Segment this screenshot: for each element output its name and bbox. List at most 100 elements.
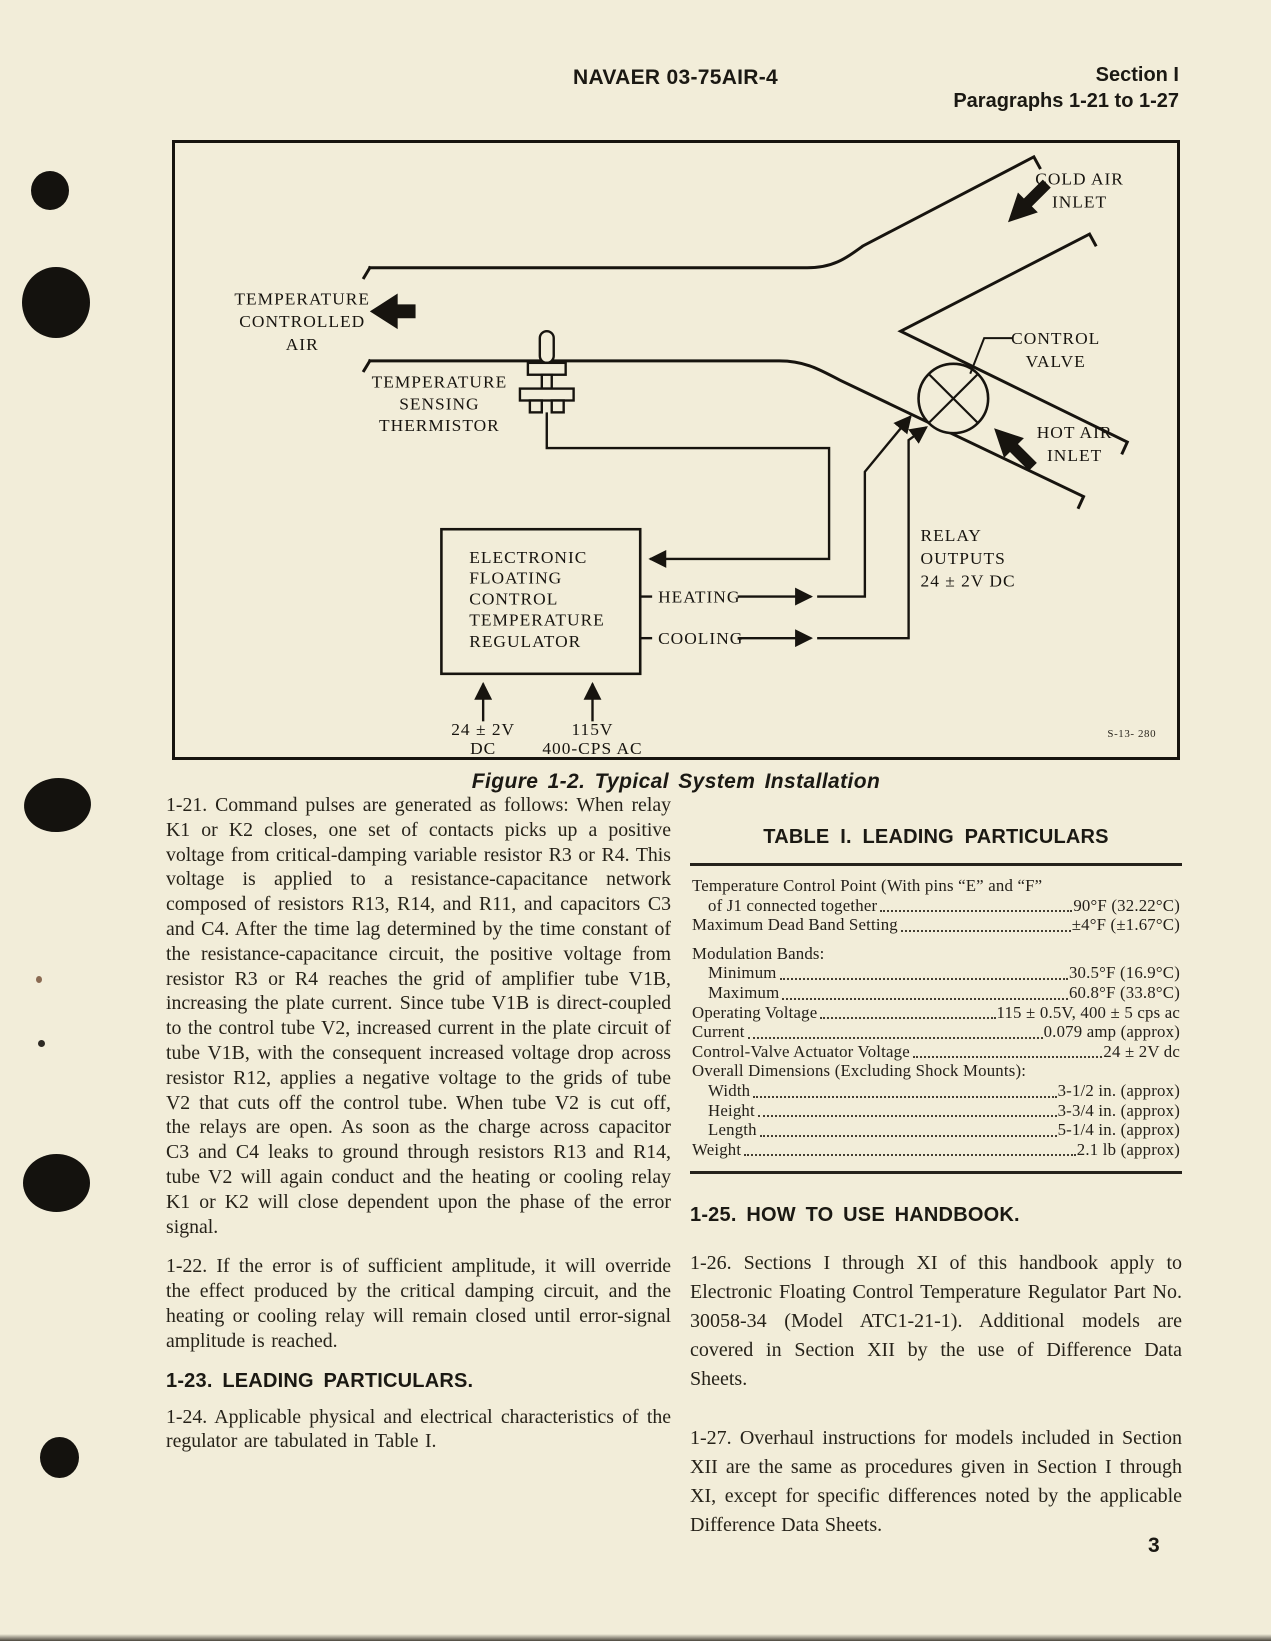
cold-air-flow-arrow-icon [1008, 179, 1051, 223]
header-right: Section I Paragraphs 1-21 to 1-27 [953, 62, 1179, 114]
regulator-box [440, 527, 642, 676]
paragraph-1-21: 1-21. Command pulses are generated as fo… [166, 794, 671, 1238]
page-number: 3 [1148, 1534, 1160, 1557]
row-value: ±4°F (±1.67°C) [1071, 915, 1180, 935]
heading-1-25: 1-25. HOW TO USE HANDBOOK. [690, 1204, 1020, 1227]
hot-air-flow-arrow-icon [994, 428, 1037, 471]
row-value: 0.079 amp (approx) [1043, 1022, 1180, 1042]
table-row: Minimum 30.5°F (16.9°C) [692, 963, 1180, 983]
heating-line [640, 414, 912, 606]
dot-leader [880, 910, 1073, 913]
figure-caption: Figure 1-2. Typical System Installation [471, 770, 881, 793]
heading-1-23: 1-23. LEADING PARTICULARS. [166, 1369, 474, 1392]
table-row: Current 0.079 amp (approx) [692, 1022, 1180, 1042]
thermistor-stem [540, 373, 553, 390]
relay-outputs-label: OUTPUTS [921, 549, 1006, 568]
valve-cross [928, 373, 978, 424]
row-label: Current [692, 1022, 745, 1042]
paper-speck [36, 976, 42, 983]
row-label: Width [708, 1080, 751, 1100]
duct-top-wall [368, 154, 1042, 270]
table-row: Height 3-3/4 in. (approx) [692, 1101, 1180, 1121]
control-valve-pointer-line [969, 337, 1012, 375]
regulator-label: REGULATOR [469, 632, 581, 651]
scan-edge-shadow [0, 1634, 1271, 1641]
drawing-reference: S-13- 280 [1107, 728, 1156, 740]
binder-mark [21, 775, 94, 835]
dc-input-label: 24 ± 2V [451, 720, 515, 739]
binder-mark [22, 267, 90, 338]
system-installation-diagram: COLD AIR INLET TEMPERATURE CONTROLLED AI… [234, 154, 1156, 757]
row-label: Maximum Dead Band Setting [692, 915, 898, 935]
row-value: 90°F (32.22°C) [1073, 895, 1180, 915]
row-label: Minimum [708, 963, 777, 983]
paragraph-1-24: 1-24. Applicable physical and electrical… [166, 1405, 671, 1453]
dot-leader [900, 929, 1071, 932]
duct-bottom-wall [368, 359, 1086, 510]
hot-air-inlet-label: INLET [1047, 446, 1102, 465]
dot-leader [912, 1056, 1103, 1059]
dot-leader [779, 977, 1068, 980]
thermistor-label: TEMPERATURE [372, 373, 508, 392]
cold-air-inlet-label: INLET [1052, 192, 1107, 211]
row-value: 115 ± 0.5V, 400 ± 5 cps ac [996, 1002, 1180, 1022]
row-label: Control-Valve Actuator Voltage [692, 1041, 910, 1061]
dot-leader [782, 997, 1068, 1000]
row-label: Temperature Control Point (With pins “E”… [692, 876, 1043, 895]
row-value: 3-3/4 in. (approx) [1057, 1100, 1180, 1120]
right-column: TABLE I. LEADING PARTICULARS Temperature… [690, 826, 1182, 1540]
dc-input-label: DC [470, 739, 496, 757]
row-value: 24 ± 2V dc [1103, 1041, 1180, 1061]
duct-inner-walls [897, 232, 1130, 455]
row-value: 30.5°F (16.9°C) [1068, 963, 1180, 983]
paper-speck [38, 1040, 45, 1047]
row-label: Maximum [708, 982, 780, 1002]
binder-mark [31, 171, 69, 210]
document-number: NAVAER 03-75AIR-4 [573, 66, 779, 89]
thermistor-leg [528, 399, 543, 414]
table-row: Temperature Control Point (With pins “E”… [692, 876, 1180, 896]
cold-air-inlet-label: COLD AIR [1035, 170, 1124, 189]
table-row: Maximum Dead Band Setting ±4°F (±1.67°C) [692, 915, 1180, 935]
thermistor-leg [550, 399, 565, 414]
row-value: 60.8°F (33.8°C) [1068, 982, 1180, 1002]
dot-leader [747, 1036, 1043, 1039]
dot-leader [744, 1154, 1076, 1157]
table-row: Control-Valve Actuator Voltage 24 ± 2V dc [692, 1042, 1180, 1062]
relay-outputs-label: 24 ± 2V DC [921, 572, 1016, 591]
sensor-wire [545, 412, 831, 568]
binder-mark [40, 1437, 79, 1478]
duct-end-tick [361, 358, 372, 373]
thermistor-upper-flange [526, 361, 567, 376]
cooling-label: COOLING [658, 629, 743, 648]
temperature-controlled-air-label: CONTROLLED [239, 312, 365, 331]
dot-leader [820, 1017, 996, 1020]
row-label: Height [708, 1100, 755, 1120]
figure-frame: COLD AIR INLET TEMPERATURE CONTROLLED AI… [172, 140, 1180, 760]
table-row: Maximum 60.8°F (33.8°C) [692, 983, 1180, 1003]
table-row: Operating Voltage 115 ± 0.5V, 400 ± 5 cps… [692, 1003, 1180, 1023]
thermistor-lower-flange [518, 387, 575, 402]
table-row: Modulation Bands: [692, 944, 1180, 964]
leading-particulars-table: Temperature Control Point (With pins “E”… [690, 863, 1182, 1175]
dot-leader [757, 1115, 1057, 1118]
paragraph-range: Paragraphs 1-21 to 1-27 [953, 90, 1179, 112]
control-valve-label: VALVE [1026, 352, 1086, 371]
temperature-controlled-air-label: AIR [286, 335, 319, 354]
thermistor-label: THERMISTOR [379, 416, 500, 435]
row-label: Modulation Bands: [692, 943, 825, 963]
row-label: Weight [692, 1139, 742, 1159]
regulator-label: CONTROL [469, 590, 558, 609]
row-label: Length [708, 1120, 757, 1140]
thermistor-label: SENSING [399, 394, 479, 413]
row-label: Overall Dimensions (Excluding Shock Moun… [692, 1061, 1027, 1081]
thermistor-bulb [538, 329, 555, 365]
thermistor-symbol [518, 329, 575, 414]
dot-leader [759, 1134, 1057, 1137]
paragraph-1-27: 1-27. Overhaul instructions for models i… [690, 1427, 1182, 1537]
paragraph-1-22: 1-22. If the error is of sufficient ampl… [166, 1255, 671, 1352]
row-label: Operating Voltage [692, 1002, 818, 1022]
